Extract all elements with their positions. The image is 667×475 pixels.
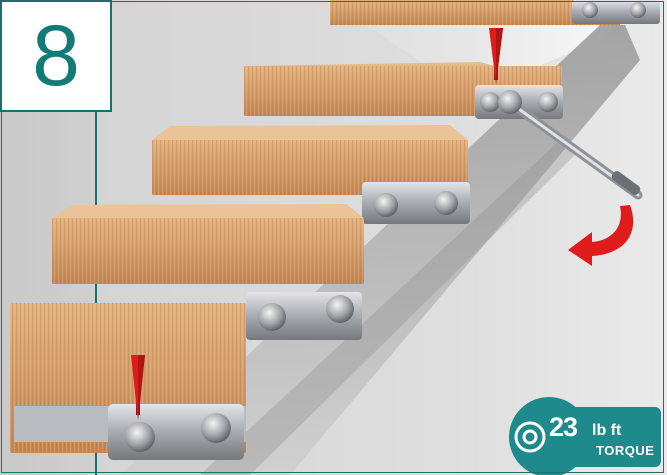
step-number-box: 8 [0,0,112,112]
rotation-arrow-icon [568,205,634,266]
marker-arrow-icon [489,28,503,84]
torque-badge [509,397,661,475]
torque-value: 23 [549,412,578,442]
stair-tread-4 [52,204,364,340]
stair-tread-5 [10,303,246,460]
marker-arrow-icon [131,355,145,420]
torque-wrench-icon [498,90,643,200]
step-number: 8 [32,8,80,104]
torque-unit: lb ft [592,422,622,439]
stair-tread-3 [152,125,470,224]
torque-label: TORQUE [596,443,655,458]
torque-dial-icon [514,421,546,453]
stair-tread-top [330,0,660,25]
